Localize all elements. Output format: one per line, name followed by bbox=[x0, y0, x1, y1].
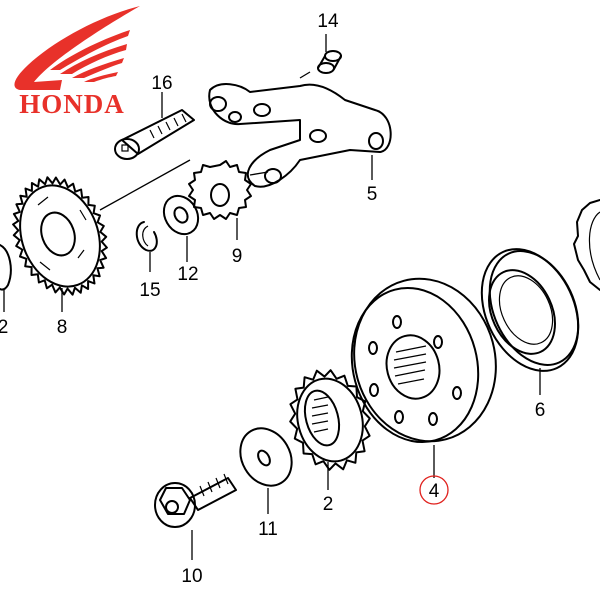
callout-6: 6 bbox=[535, 400, 546, 421]
callout-labels: 14 16 5 9 12 15 8 2 6 4 2 11 10 bbox=[0, 11, 545, 587]
callout-11: 11 bbox=[258, 519, 278, 540]
callout-2: 2 bbox=[323, 494, 334, 515]
gear-teeth bbox=[12, 176, 108, 296]
gear-teeth bbox=[289, 369, 371, 471]
callout-16: 16 bbox=[151, 73, 172, 94]
callout-10: 10 bbox=[181, 566, 202, 587]
honda-logo: HONDA bbox=[14, 6, 141, 119]
callout-4: 4 bbox=[429, 481, 440, 502]
part-plate-partial-right[interactable] bbox=[573, 199, 600, 291]
callout-15: 15 bbox=[139, 280, 160, 301]
callout-8: 8 bbox=[57, 317, 68, 338]
part-8-large-gear[interactable] bbox=[7, 159, 191, 312]
part-12-washer[interactable] bbox=[157, 190, 205, 262]
part-5-link-arm[interactable] bbox=[208, 83, 392, 188]
callout-5: 5 bbox=[367, 184, 378, 205]
callout-9: 9 bbox=[232, 246, 243, 267]
part-10-flange-bolt[interactable] bbox=[154, 473, 237, 560]
part-11-flat-washer[interactable] bbox=[230, 419, 302, 514]
callout-14: 14 bbox=[317, 11, 339, 32]
part-15-circlip[interactable] bbox=[135, 221, 158, 272]
part-6-one-way-clutch[interactable] bbox=[463, 233, 597, 395]
part-16-socket-bolt[interactable] bbox=[114, 92, 195, 160]
callout-2-partial: 2 bbox=[0, 317, 8, 338]
part-9-small-gear[interactable] bbox=[188, 160, 269, 240]
part-4-clutch-outer[interactable] bbox=[335, 263, 514, 505]
part-14-dowel-pin[interactable] bbox=[299, 34, 342, 79]
highlight-circle bbox=[419, 475, 449, 505]
honda-wing-icon bbox=[14, 6, 141, 90]
callout-12: 12 bbox=[177, 264, 198, 285]
part-2-spline-gear[interactable] bbox=[288, 369, 372, 490]
part-2-partial-left[interactable] bbox=[0, 244, 12, 312]
brand-name: HONDA bbox=[19, 89, 125, 119]
